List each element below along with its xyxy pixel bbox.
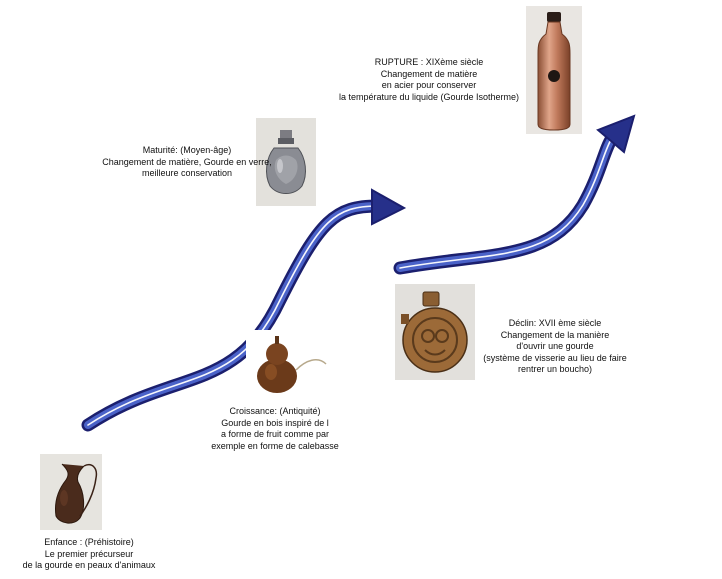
steel-bottle-image (526, 6, 582, 134)
stage-rupture-caption: RUPTURE : XIXème siècle Changement de ma… (334, 57, 524, 103)
growth-arrow (81, 188, 407, 432)
stage-croissance-line: a forme de fruit comme par (220, 429, 330, 439)
stage-maturite-title: Maturité: (Moyen-âge) (142, 145, 232, 155)
stage-croissance-caption: Croissance: (Antiquité) Gourde en bois i… (200, 406, 350, 452)
stage-enfance-caption: Enfance : (Préhistoire) Le premier précu… (14, 537, 164, 572)
stage-declin-line: rentrer un boucho) (517, 364, 593, 374)
rupture-arrow (393, 114, 636, 275)
growth-arrowhead (371, 188, 407, 226)
stage-rupture-line: en acier pour conserver (381, 80, 477, 90)
stage-maturite-line: meilleure conservation (141, 168, 233, 178)
stage-declin-line: Changement de la manière (500, 329, 610, 340)
glass-gourd-image (256, 118, 316, 206)
stage-enfance-line: Le premier précurseur (44, 548, 134, 559)
wooden-screw-gourd-image (395, 284, 475, 380)
leather-gourd-image (40, 454, 102, 530)
stage-rupture-title: RUPTURE : XIXème siècle (374, 57, 484, 67)
stage-maturite-caption: Maturité: (Moyen-âge) Changement de mati… (96, 145, 278, 180)
stage-declin-line: d'ouvrir une gourde (516, 341, 594, 351)
stage-maturite-line: Changement de matière, Gourde en verre, (102, 156, 272, 167)
stage-enfance-title: Enfance : (Préhistoire) (44, 537, 134, 547)
rupture-arrowhead (596, 114, 636, 154)
stage-croissance-line: exemple en forme de calebasse (211, 440, 339, 451)
stage-declin-title: Déclin: XVII ème siècle (508, 318, 602, 328)
stage-rupture-line: la température du liquide (Gourde Isothe… (338, 91, 520, 102)
stage-enfance-line: de la gourde en peaux d'animaux (22, 560, 156, 570)
stage-rupture-line: Changement de matière (380, 68, 478, 79)
calabash-gourd-image (246, 330, 334, 396)
stage-croissance-title: Croissance: (Antiquité) (229, 406, 321, 416)
stage-croissance-line: Gourde en bois inspiré de l (221, 417, 329, 428)
stage-declin-caption: Déclin: XVII ème siècle Changement de la… (470, 318, 640, 376)
stage-declin-line: (système de visserie au lieu de faire (483, 352, 627, 363)
